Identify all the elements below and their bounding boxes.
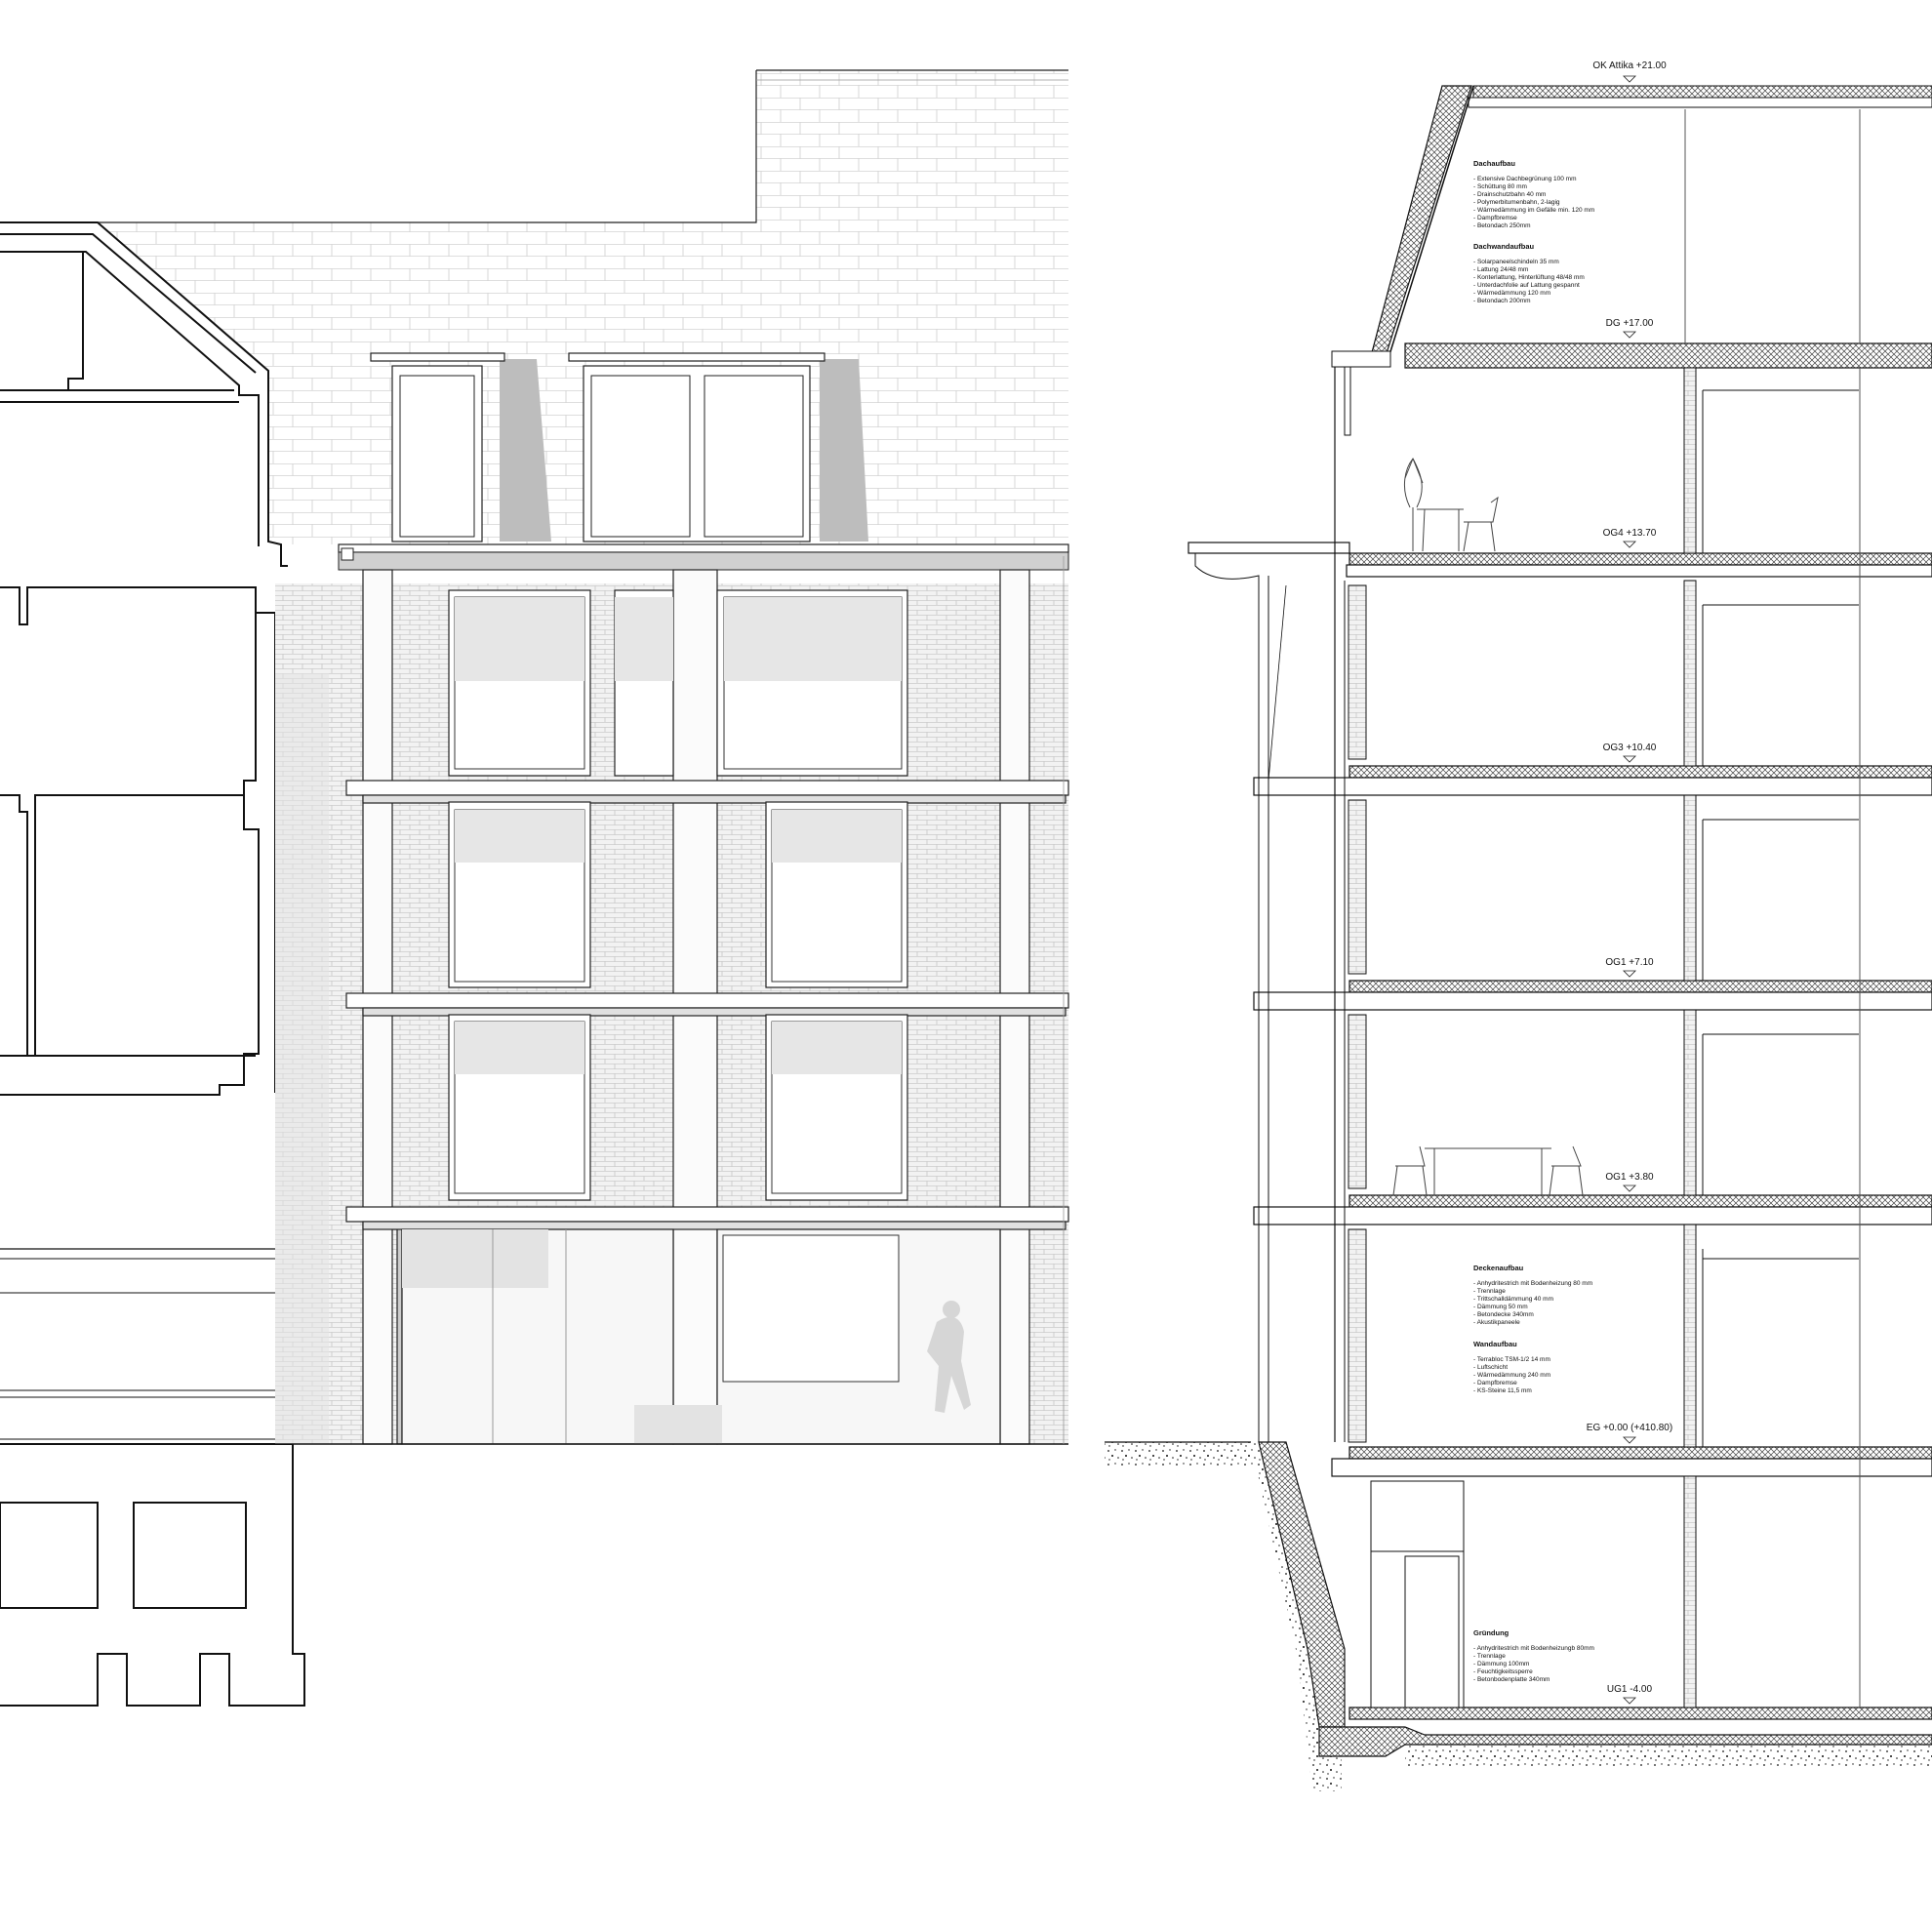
note-line: - Drainschutzbahn 40 mm — [1473, 191, 1546, 198]
street-elevation — [0, 69, 1069, 1707]
note-line: - Dämmung 50 mm — [1473, 1304, 1528, 1310]
basement-outline — [0, 1443, 305, 1707]
note-title: Deckenaufbau — [1473, 1264, 1524, 1272]
note-line: - Trennlage — [1473, 1653, 1506, 1660]
note-line: - Wärmedämmung 120 mm — [1473, 290, 1550, 297]
note-line: - Extensive Dachbegrünung 100 mm — [1473, 176, 1577, 182]
note-line: - Betonbodenplatte 340mm — [1473, 1676, 1550, 1683]
note-line: - Dampfbremse — [1473, 1380, 1517, 1386]
note-line: - Luftschicht — [1473, 1364, 1508, 1371]
note-line: - Trennlage — [1473, 1288, 1506, 1295]
note-line: - Wärmedämmung 240 mm — [1473, 1372, 1550, 1379]
ground-floor-shopfront — [401, 1228, 1001, 1445]
note-deckenaufbau: Deckenaufbau - Anhydritestrich mit Boden… — [1473, 1264, 1592, 1326]
note-line: - Konterlattung, Hinterlüftung 48/48 mm — [1473, 274, 1585, 281]
level-label-dg: DG +17.00 — [1606, 318, 1654, 329]
note-line: - Trittschalldämmung 40 mm — [1473, 1296, 1553, 1303]
note-line: - Dampfbremse — [1473, 215, 1517, 221]
note-line: - Unterdachfolie auf Lattung gespannt — [1473, 282, 1580, 289]
note-wandaufbau: Wandaufbau - Terrabloc TSM-1/2 14 mm - L… — [1473, 1340, 1550, 1394]
dormer-left — [370, 352, 551, 542]
facade-section — [1187, 367, 1367, 1443]
neighbour-building — [0, 221, 288, 1440]
level-label-og1: OG1 +3.80 — [1605, 1172, 1654, 1183]
building-section: OK Attika +21.00 DG +17.00 OG4 +13.70 OG… — [1105, 60, 1932, 1791]
level-labels: OK Attika +21.00 DG +17.00 OG4 +13.70 OG… — [1587, 60, 1672, 1695]
windows-upper — [448, 589, 908, 777]
note-line: - Betondach 250mm — [1473, 222, 1531, 229]
note-line: - Betondecke 340mm — [1473, 1311, 1534, 1318]
slabs — [1253, 342, 1932, 1720]
note-gruendung: Gründung - Anhydritestrich mit Bodenheiz… — [1473, 1628, 1594, 1683]
note-line: - Solarpaneelschindeln 35 mm — [1473, 259, 1559, 265]
note-dachwandaufbau: Dachwandaufbau - Solarpaneelschindeln 35… — [1473, 242, 1585, 304]
note-title: Wandaufbau — [1473, 1340, 1517, 1348]
basement-door — [1370, 1480, 1465, 1708]
note-line: - Anhydritestrich mit Bodenheizungb 80mm — [1473, 1645, 1594, 1652]
windows-lower — [448, 1014, 908, 1201]
interior-columns — [1683, 367, 1861, 1708]
note-line: - Anhydritestrich mit Bodenheizung 80 mm — [1473, 1280, 1592, 1287]
note-line: - Betondach 200mm — [1473, 298, 1531, 304]
floor-bands — [345, 780, 1069, 1230]
note-line: - Feuchtigkeitssperre — [1473, 1668, 1533, 1675]
dormer-right — [568, 352, 868, 542]
level-label-ok-attika: OK Attika +21.00 — [1592, 60, 1667, 71]
note-line: - Schüttung 80 mm — [1473, 183, 1527, 190]
note-line: - Terrabloc TSM-1/2 14 mm — [1473, 1356, 1550, 1363]
note-line: - Akustikpaneele — [1473, 1319, 1520, 1326]
windows-middle — [448, 801, 908, 988]
roof-section — [1331, 85, 1932, 436]
note-title: Gründung — [1473, 1628, 1509, 1637]
note-dachaufbau: Dachaufbau - Extensive Dachbegrünung 100… — [1473, 159, 1594, 229]
level-label-og2: OG1 +7.10 — [1605, 957, 1654, 968]
terrace-furniture — [1392, 458, 1584, 1196]
note-line: - Wärmedämmung im Gefälle min. 120 mm — [1473, 207, 1594, 214]
level-label-eg: EG +0.00 (+410.80) — [1587, 1423, 1672, 1433]
level-label-og3: OG3 +10.40 — [1603, 743, 1657, 753]
basement-wall — [1258, 1441, 1932, 1757]
note-line: - Dämmung 100mm — [1473, 1661, 1529, 1667]
eaves — [338, 543, 1069, 571]
level-label-og4: OG4 +13.70 — [1603, 528, 1657, 539]
note-title: Dachwandaufbau — [1473, 242, 1535, 251]
note-line: - Lattung 24/48 mm — [1473, 266, 1528, 273]
note-title: Dachaufbau — [1473, 159, 1515, 168]
level-markers — [1623, 75, 1636, 1705]
note-line: - KS-Steine 11,5 mm — [1473, 1387, 1532, 1394]
note-line: - Polymerbitumenbahn, 2-lagig — [1473, 199, 1560, 206]
level-label-ug1: UG1 -4.00 — [1607, 1684, 1653, 1695]
